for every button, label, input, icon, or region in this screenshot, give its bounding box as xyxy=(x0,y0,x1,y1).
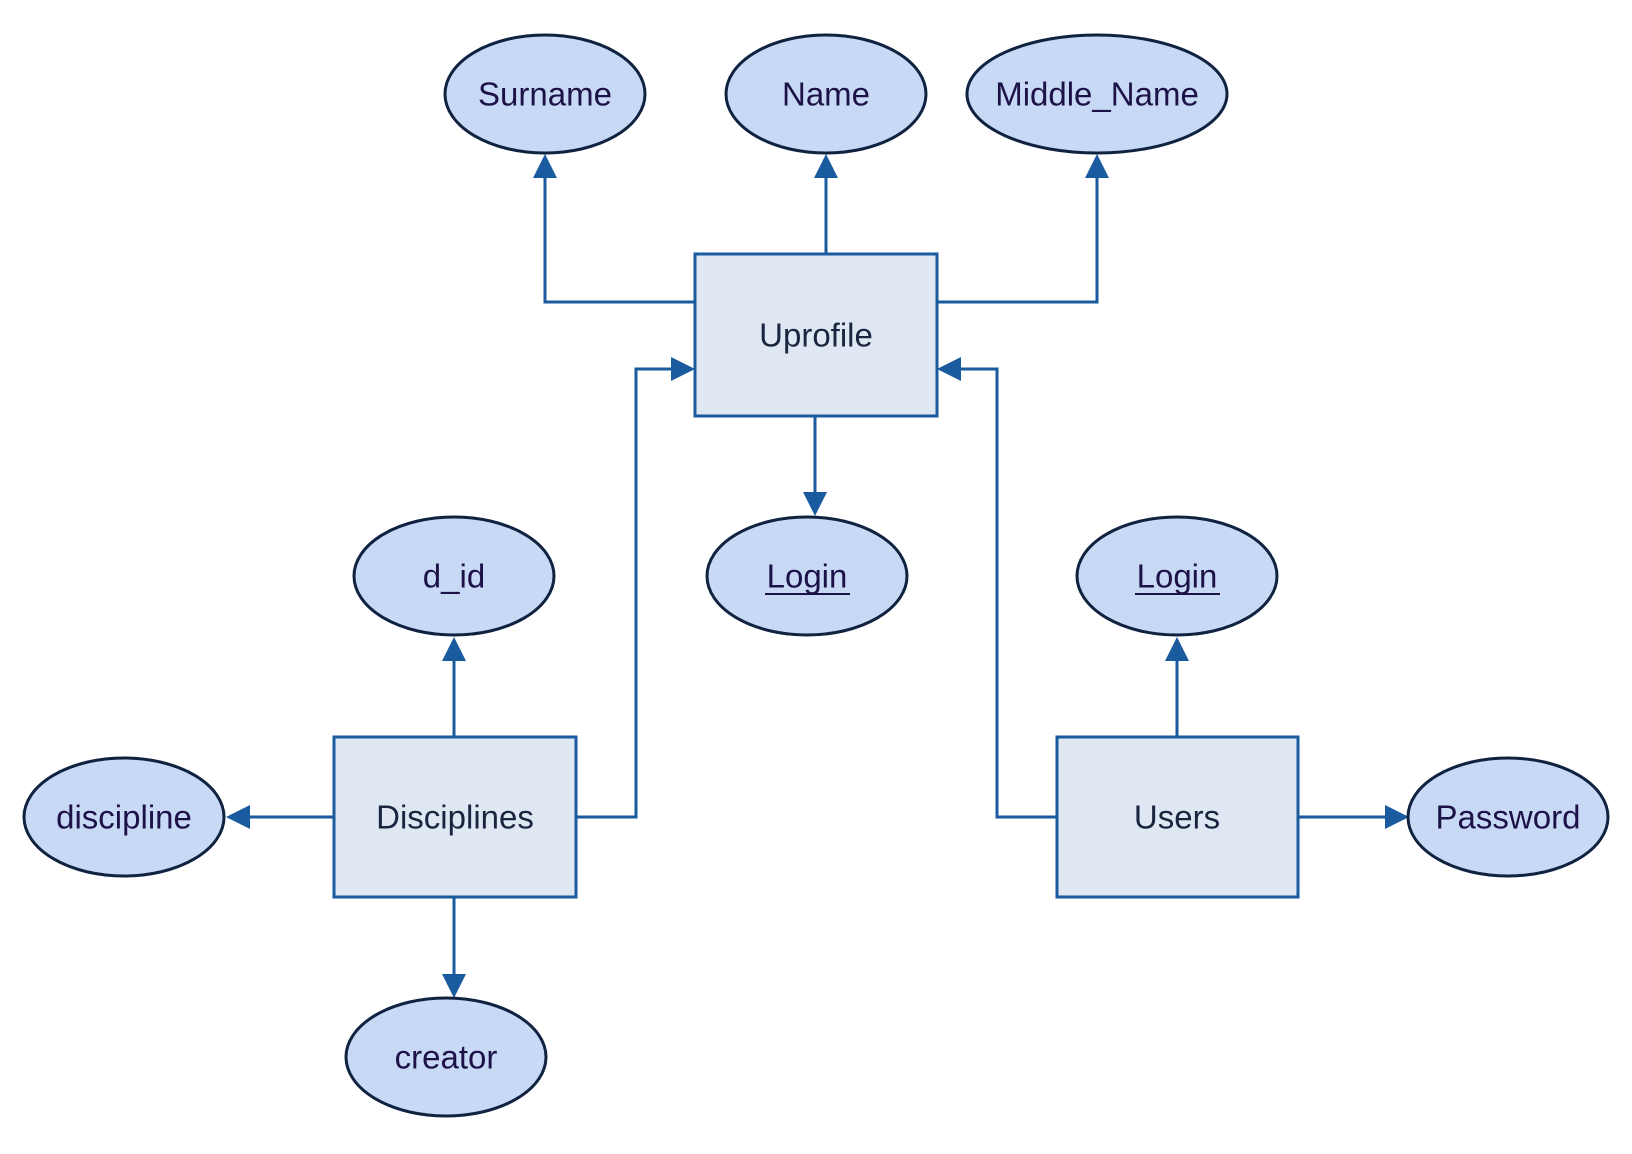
arrowhead-middle-name xyxy=(1085,154,1109,178)
entity-disciplines[interactable]: Disciplines xyxy=(332,735,578,899)
attribute-d-id[interactable]: d_id xyxy=(352,515,556,637)
connector-disciplines-uprofile xyxy=(576,367,671,819)
attribute-middle-name-label: Middle_Name xyxy=(995,76,1199,113)
connector-uprofile-middle-name xyxy=(937,178,1099,304)
arrowhead-users-uprofile xyxy=(937,357,961,381)
attribute-surname-label: Surname xyxy=(478,76,612,113)
attribute-uprofile-login[interactable]: Login xyxy=(705,515,909,637)
entity-uprofile-label: Uprofile xyxy=(759,317,873,354)
arrowhead-discipline xyxy=(226,805,250,829)
attribute-discipline[interactable]: discipline xyxy=(22,756,226,878)
attribute-creator-label: creator xyxy=(395,1039,498,1076)
attribute-name-label: Name xyxy=(782,76,870,113)
attribute-d-id-label: d_id xyxy=(423,558,485,595)
arrowhead-users-login xyxy=(1165,637,1189,661)
attribute-users-login-label: Login xyxy=(1137,558,1218,595)
arrowhead-surname xyxy=(533,154,557,178)
connectors xyxy=(226,154,1409,998)
attribute-discipline-label: discipline xyxy=(56,799,192,836)
arrowhead-uprofile-login xyxy=(803,492,827,516)
arrowhead-name xyxy=(814,154,838,178)
entity-users[interactable]: Users xyxy=(1055,735,1300,899)
connector-users-uprofile xyxy=(961,367,1057,819)
attribute-password[interactable]: Password xyxy=(1406,756,1610,878)
attribute-name[interactable]: Name xyxy=(724,33,928,155)
entity-uprofile[interactable]: Uprofile xyxy=(693,252,939,418)
arrowhead-disciplines-uprofile xyxy=(671,357,695,381)
entity-users-label: Users xyxy=(1134,799,1220,836)
arrowhead-did xyxy=(442,637,466,661)
connector-uprofile-surname xyxy=(543,178,695,304)
attribute-creator[interactable]: creator xyxy=(344,996,548,1118)
attribute-password-label: Password xyxy=(1436,799,1581,836)
attribute-uprofile-login-label: Login xyxy=(767,558,848,595)
arrowhead-password xyxy=(1385,805,1409,829)
arrowhead-creator xyxy=(442,974,466,998)
attribute-middle-name[interactable]: Middle_Name xyxy=(965,33,1229,155)
attribute-users-login[interactable]: Login xyxy=(1075,515,1279,637)
entity-disciplines-label: Disciplines xyxy=(376,799,534,836)
attribute-surname[interactable]: Surname xyxy=(443,33,647,155)
